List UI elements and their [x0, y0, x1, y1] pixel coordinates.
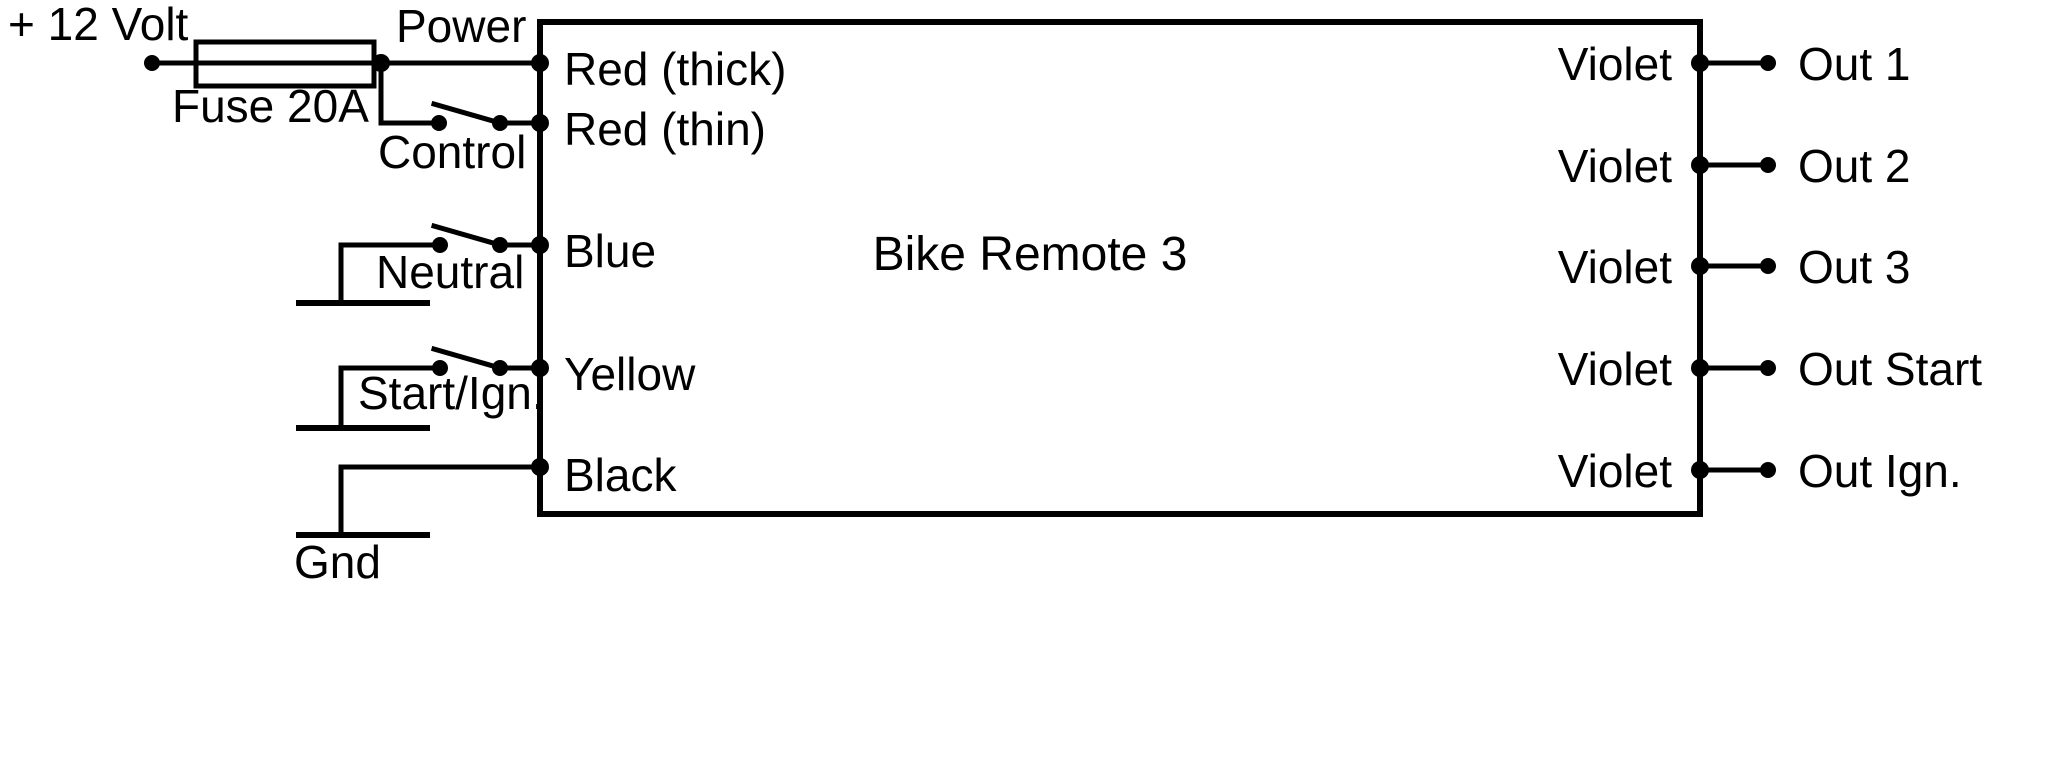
terminal-node-red-thin: [531, 114, 549, 132]
output-terminal-node-3: [1760, 258, 1776, 274]
terminal-node-red-thick: [531, 54, 549, 72]
fuse-label: Fuse 20A: [172, 80, 369, 132]
terminal-label-blue: Blue: [564, 225, 656, 277]
terminal-label-yellow: Yellow: [564, 348, 696, 400]
output-label-ign: Out Ign.: [1798, 445, 1962, 497]
start-switch-left-node: [432, 360, 448, 376]
output-label-start: Out Start: [1798, 343, 1982, 395]
neutral-label: Neutral: [376, 246, 524, 298]
output-label-2: Out 2: [1798, 140, 1911, 192]
output-terminal-node-1: [1760, 55, 1776, 71]
output-wire-label-2: Violet: [1558, 140, 1672, 192]
output-terminal-node-2: [1760, 157, 1776, 173]
output-terminal-node-ign: [1760, 462, 1776, 478]
output-wire-label-ign: Violet: [1558, 445, 1672, 497]
control-switch-left-node: [431, 115, 447, 131]
terminal-node-blue: [531, 236, 549, 254]
output-wire-label-1: Violet: [1558, 38, 1672, 90]
terminal-node-black: [531, 458, 549, 476]
start-ign-label: Start/Ign.: [358, 367, 545, 419]
device-box: [537, 19, 1703, 517]
power-label: Power: [396, 0, 526, 52]
terminal-label-red-thin: Red (thin): [564, 103, 766, 155]
output-label-3: Out 3: [1798, 241, 1911, 293]
control-label: Control: [378, 126, 526, 178]
neutral-switch-blade: [430, 222, 504, 249]
device-title: Bike Remote 3: [873, 228, 1188, 281]
control-switch-blade: [430, 100, 504, 127]
output-label-1: Out 1: [1798, 38, 1911, 90]
output-wire-label-3: Violet: [1558, 241, 1672, 293]
terminal-label-black: Black: [564, 449, 677, 501]
output-wire-label-start: Violet: [1558, 343, 1672, 395]
gnd-label: Gnd: [294, 536, 381, 588]
supply-label: + 12 Volt: [8, 0, 189, 50]
terminal-label-red-thick: Red (thick): [564, 43, 786, 95]
start-switch-blade: [430, 345, 504, 372]
neutral-switch-left-node: [432, 237, 448, 253]
output-terminal-node-start: [1760, 360, 1776, 376]
terminal-node-yellow: [531, 359, 549, 377]
